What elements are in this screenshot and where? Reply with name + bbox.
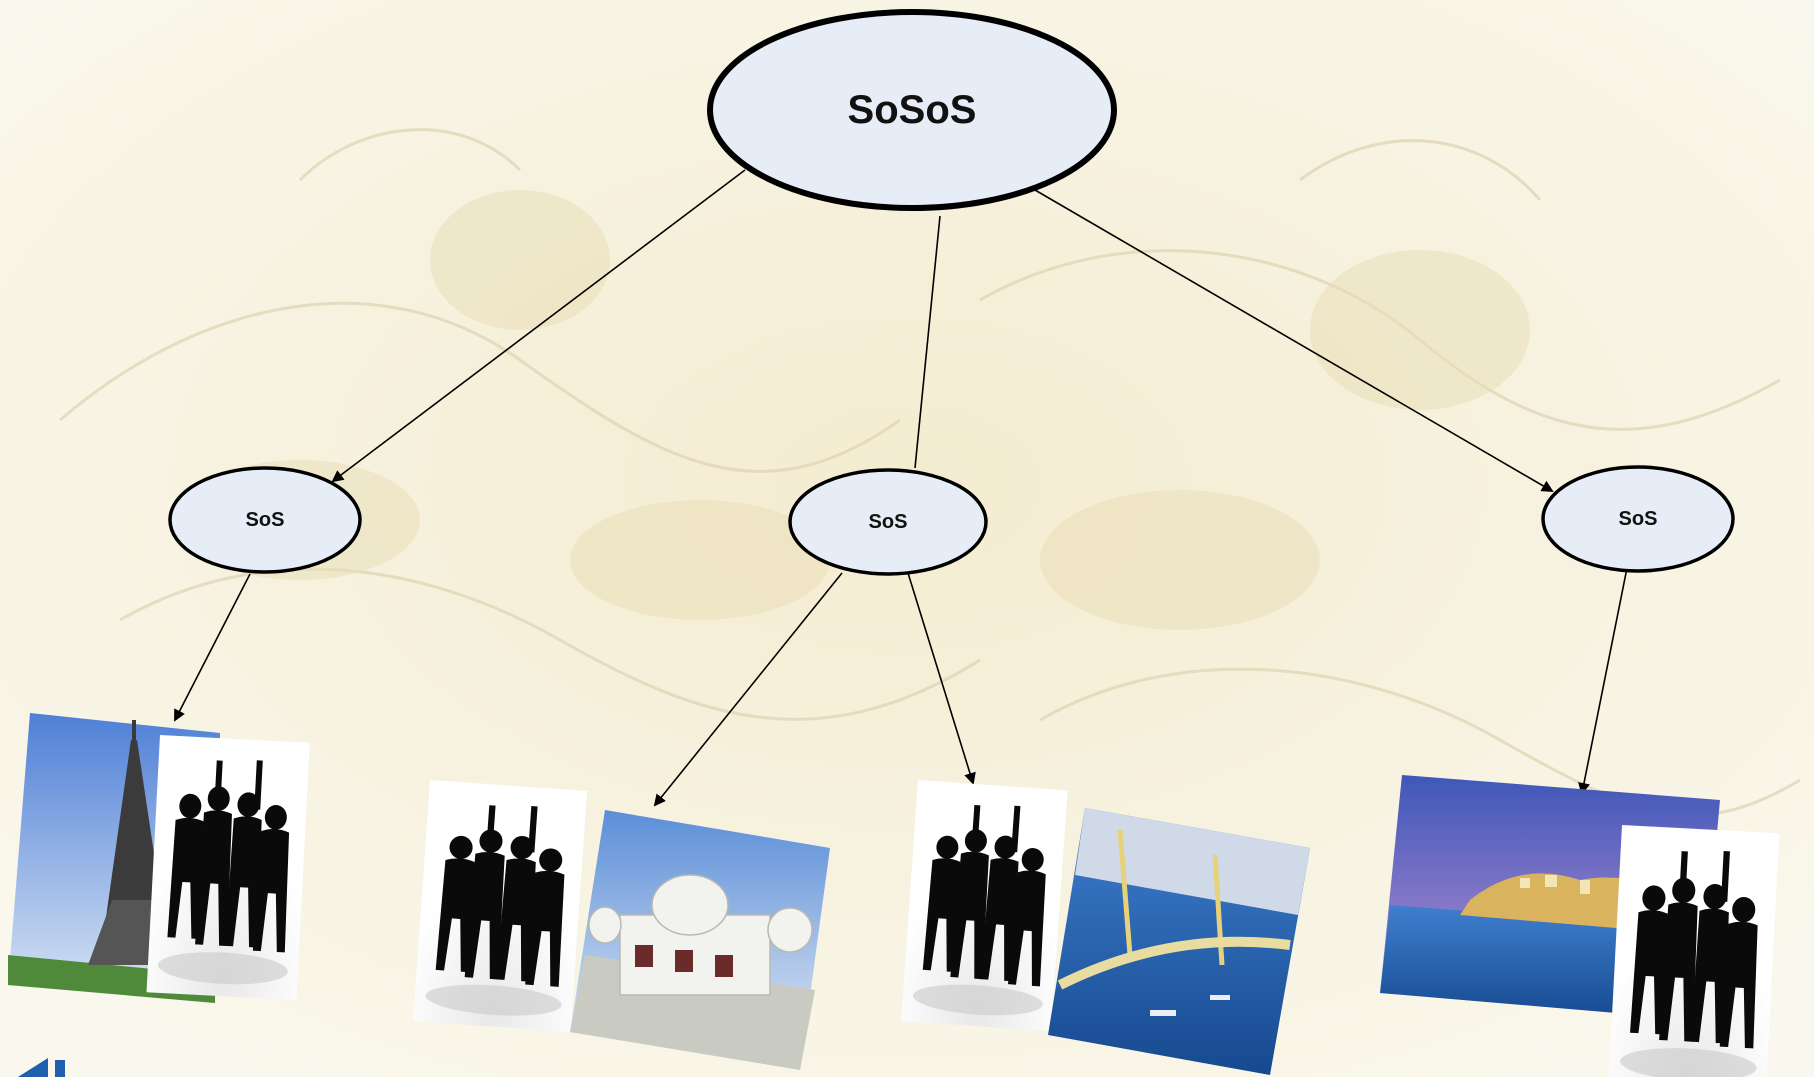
image-group-3 [901,780,1310,1075]
root-node-label: SoSoS [848,88,977,132]
sos-node-1: SoS [168,466,362,574]
edge-sos-2-to-image-3 [907,572,976,785]
sos-node-2: SoS [788,468,988,576]
logo-mark [18,1058,65,1077]
palace-photo [570,810,830,1070]
connectors [174,169,1628,807]
root-node: SoSoS [707,9,1117,211]
silhouette-group-photo-1 [146,735,310,1001]
image-group-4 [1380,775,1780,1077]
silhouette-group-photo-4 [1608,825,1780,1077]
sos-node-1-label: SoS [246,509,285,531]
sos-node-2-label: SoS [869,511,908,533]
silhouette-group-photo-2 [413,780,588,1032]
bridge-photo [1048,808,1310,1075]
sos-node-3-label: SoS [1619,508,1658,530]
edge-root-to-sos-3 [1034,189,1554,493]
image-group-1 [8,713,310,1003]
edge-sos-2-to-image-2 [653,572,843,807]
edge-root-to-sos-2 [914,215,941,469]
silhouette-group-photo-3 [901,780,1068,1032]
sos-node-3: SoS [1541,465,1735,573]
edge-sos-1-to-image-1 [174,573,251,722]
image-group-2 [413,780,830,1070]
edge-root-to-sos-1 [331,169,746,483]
edge-sos-3-to-image-4 [1578,567,1628,795]
